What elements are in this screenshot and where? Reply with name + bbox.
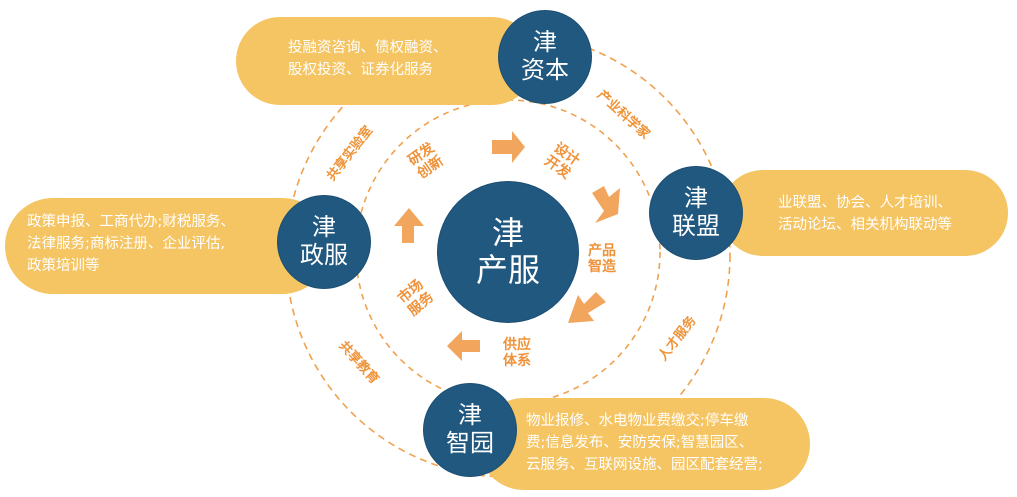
node-label: 政服: [300, 241, 348, 269]
pill-line: 物业报修、水电物业费缴交;停车缴: [526, 413, 749, 429]
node-char: 津: [312, 213, 336, 242]
node-label: 资本: [521, 56, 569, 84]
node-label: 智园: [446, 429, 494, 457]
pill-line: 投融资咨询、债权融资、: [288, 40, 448, 56]
alliance-services-pill: 业联盟、协会、人才培训、 活动论坛、相关机构联动等: [720, 170, 1008, 256]
node-char: 津: [684, 184, 708, 213]
node-capital: 津 资本: [499, 11, 591, 103]
pill-line: 云服务、互联网设施、园区配套经营;: [526, 457, 763, 473]
pill-line: 政策培训等: [27, 258, 100, 274]
park-services-pill: 物业报修、水电物业费缴交;停车缴 费;信息发布、安防安保;智慧园区、 云服务、互…: [478, 398, 810, 490]
label-line: 产品: [588, 243, 616, 259]
node-char: 津: [491, 214, 524, 253]
pill-line: 业联盟、协会、人才培训、: [778, 195, 952, 211]
label-line: 智造: [588, 259, 616, 275]
pill-line: 政策申报、工商代办;财税服务、: [27, 214, 235, 230]
node-char: 津: [533, 28, 557, 57]
pill-line: 活动论坛、相关机构联动等: [778, 217, 952, 233]
pill-line: 费;信息发布、安防安保;智慧园区、: [526, 435, 754, 451]
arrow-left-icon: [447, 331, 480, 361]
pill-line: 法律服务;商标注册、企业评估,: [27, 236, 225, 252]
capital-services-pill: 投融资咨询、债权融资、 股权投资、证券化服务: [236, 17, 536, 105]
node-alliance: 津 联盟: [650, 167, 742, 259]
label-line: 供应: [503, 337, 531, 353]
node-char: 津: [458, 401, 482, 430]
arrow-right-icon: [492, 131, 525, 163]
node-label: 联盟: [672, 212, 720, 240]
node-label: 产服: [475, 251, 540, 289]
node-park: 津 智园: [424, 384, 516, 476]
pill-line: 股权投资、证券化服务: [288, 62, 433, 78]
arrow-down-right-icon: [592, 186, 620, 223]
node-gov: 津 政服: [278, 196, 370, 288]
label-line: 体系: [503, 353, 531, 369]
label-supply-system: 供应 体系: [503, 337, 531, 369]
center-node-industry-services: 津 产服: [438, 182, 578, 322]
gov-services-pill: 政策申报、工商代办;财税服务、 法律服务;商标注册、企业评估, 政策培训等: [5, 198, 330, 294]
arrow-down-left-icon: [568, 292, 606, 323]
arrow-up-icon: [394, 208, 424, 243]
label-product-manufacturing: 产品 智造: [588, 243, 616, 275]
